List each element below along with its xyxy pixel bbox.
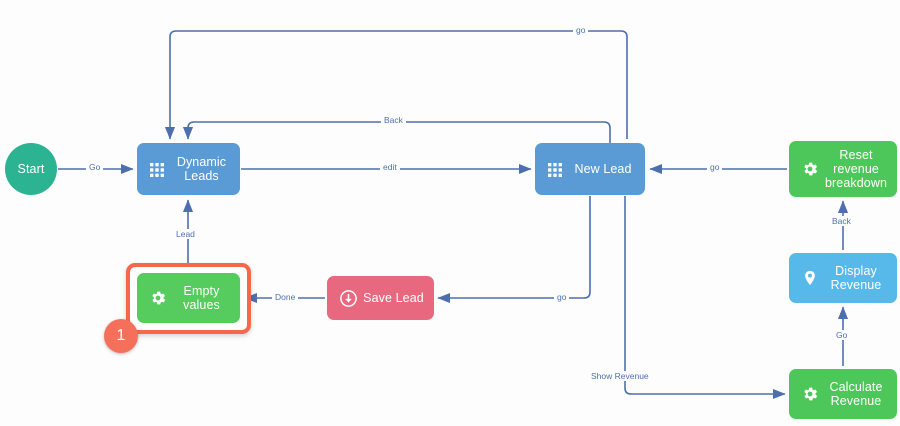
gear-icon: [147, 287, 169, 309]
grid-icon: [147, 158, 169, 180]
grid-icon: [545, 158, 567, 180]
download-circle-icon: [337, 287, 359, 309]
node-calculate-revenue-label: Calculate Revenue: [829, 380, 883, 408]
location-pin-icon: [799, 267, 821, 289]
edge-label-go-save: go: [554, 292, 570, 302]
edge-label-done: Done: [272, 292, 299, 302]
node-new-lead-label: New Lead: [574, 162, 632, 176]
node-dynamic-leads-label: Dynamic Leads: [176, 155, 227, 183]
edge-label-lead: Lead: [173, 229, 198, 239]
edge-label-edit: edit: [380, 162, 400, 172]
node-empty-values[interactable]: Empty values: [137, 273, 240, 323]
edge-label-back-display: Back: [829, 216, 854, 226]
node-empty-values-label: Empty values: [183, 284, 220, 312]
node-display-revenue[interactable]: Display Revenue: [789, 253, 897, 303]
node-start-label: Start: [17, 162, 45, 176]
edge-newlead-to-dynamic-back: [182, 121, 611, 143]
node-save-lead[interactable]: Save Lead: [327, 276, 434, 320]
node-start[interactable]: Start: [5, 143, 57, 195]
node-save-lead-label: Save Lead: [363, 291, 424, 305]
node-new-lead[interactable]: New Lead: [535, 143, 645, 195]
edge-label-go-top: go: [573, 25, 589, 35]
node-reset-revenue-breakdown-label: Reset revenue breakdown: [824, 148, 888, 190]
node-display-revenue-label: Display Revenue: [830, 264, 882, 292]
edge-newlead-to-calculate: [624, 196, 786, 400]
node-reset-revenue-breakdown[interactable]: Reset revenue breakdown: [789, 141, 897, 197]
edge-label-show-revenue: Show Revenue: [588, 371, 652, 381]
gear-icon: [799, 383, 821, 405]
edge-label-go-calc: Go: [833, 330, 851, 340]
edge-newlead-to-save: [437, 196, 591, 304]
edge-label-go-reset: go: [707, 162, 723, 172]
step-badge-1[interactable]: 1: [104, 319, 138, 353]
node-calculate-revenue[interactable]: Calculate Revenue: [789, 369, 897, 419]
edge-newlead-to-dynamic-go: [164, 30, 628, 140]
node-dynamic-leads[interactable]: Dynamic Leads: [137, 143, 240, 195]
edge-label-back-top: Back: [381, 115, 406, 125]
edge-label-go-start: Go: [86, 162, 104, 172]
gear-icon: [799, 158, 821, 180]
